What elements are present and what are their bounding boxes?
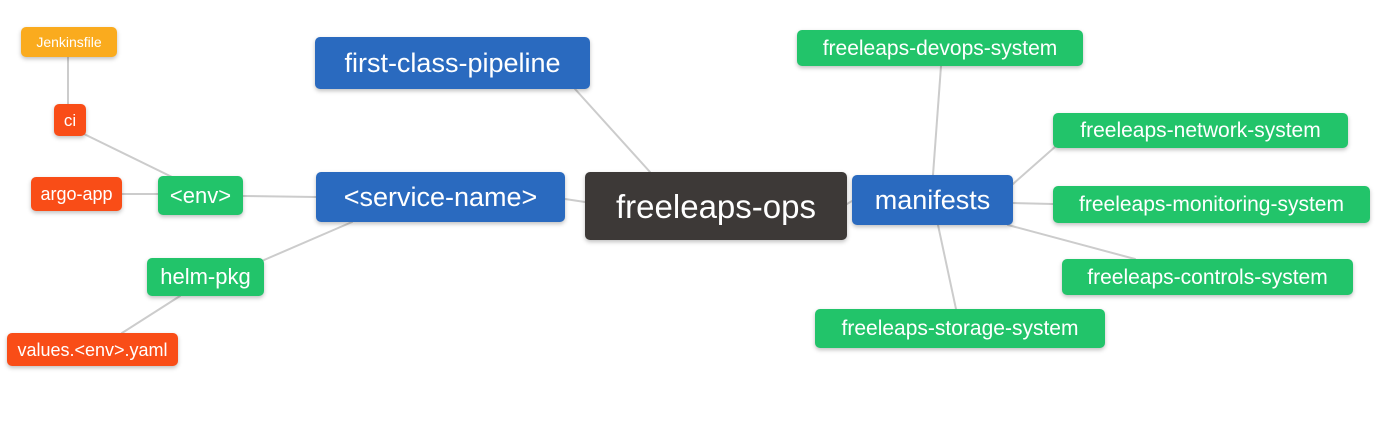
node-env[interactable]: <env>	[158, 176, 243, 215]
edge-first-class-pipeline-freeleaps-ops	[574, 88, 651, 173]
node-freeleaps-devops-system[interactable]: freeleaps-devops-system	[797, 30, 1083, 66]
edge-manifests-freeleaps-devops-system	[932, 65, 942, 176]
node-helm-pkg[interactable]: helm-pkg	[147, 258, 264, 296]
edge-service-name-freeleaps-ops	[564, 198, 586, 203]
node-service-name[interactable]: <service-name>	[316, 172, 565, 222]
node-freeleaps-ops[interactable]: freeleaps-ops	[585, 172, 847, 240]
node-freeleaps-monitoring-system[interactable]: freeleaps-monitoring-system	[1053, 186, 1370, 223]
edge-ci-env	[83, 133, 173, 178]
edge-manifests-freeleaps-network-system	[1012, 145, 1057, 185]
node-argo-app[interactable]: argo-app	[31, 177, 122, 211]
edge-manifests-freeleaps-monitoring-system	[1012, 202, 1054, 205]
edge-env-service-name	[242, 195, 317, 198]
edge-manifests-freeleaps-storage-system	[937, 224, 957, 310]
edge-freeleaps-ops-manifests	[846, 200, 853, 205]
node-freeleaps-controls-system[interactable]: freeleaps-controls-system	[1062, 259, 1353, 295]
edge-manifests-freeleaps-controls-system	[1007, 224, 1136, 260]
node-values-env-yaml[interactable]: values.<env>.yaml	[7, 333, 178, 366]
node-jenkinsfile[interactable]: Jenkinsfile	[21, 27, 117, 57]
edge-helm-pkg-values-env-yaml	[121, 295, 181, 334]
node-first-class-pipeline[interactable]: first-class-pipeline	[315, 37, 590, 89]
node-freeleaps-network-system[interactable]: freeleaps-network-system	[1053, 113, 1348, 148]
node-ci[interactable]: ci	[54, 104, 86, 136]
node-freeleaps-storage-system[interactable]: freeleaps-storage-system	[815, 309, 1105, 348]
edge-service-name-helm-pkg	[263, 221, 353, 261]
node-manifests[interactable]: manifests	[852, 175, 1013, 225]
